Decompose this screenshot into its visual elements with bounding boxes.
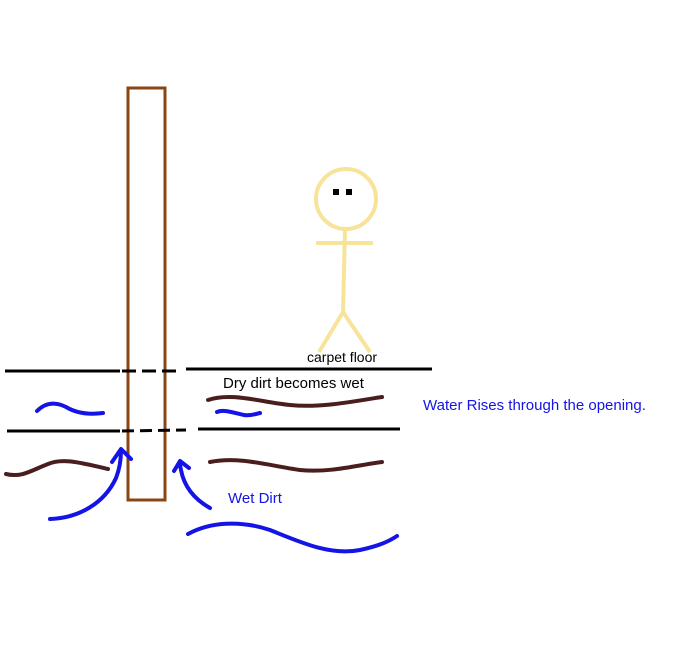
water-squiggle-left [35,401,105,416]
wet-dirt-label: Wet Dirt [228,490,283,507]
stick-figure-leg-left [317,310,345,354]
water-arrow-right-head [172,459,191,473]
dry-dirt-label: Dry dirt becomes wet [223,375,365,392]
lower-ground-gap-dashed [121,428,187,433]
water-arrow-right [178,461,212,510]
water-arrow-left-head [110,447,133,464]
stick-figure-eye-left [333,189,339,195]
carpet-floor-label: carpet floor [307,349,377,365]
stick-figure-eye-right [346,189,352,195]
water-squiggle-middle [215,408,262,418]
stick-figure [314,167,378,354]
stick-figure-head [314,167,378,231]
water-arrow-left [48,448,123,521]
stick-figure-leg-right [341,310,372,354]
dry-dirt-squiggle [206,394,384,408]
wet-dirt-squiggle-left [4,459,110,477]
water-squiggle-bottom [186,521,399,554]
water-rises-label: Water Rises through the opening. [423,397,646,414]
wooden-post [126,86,167,502]
wet-dirt-squiggle-right [208,458,384,473]
